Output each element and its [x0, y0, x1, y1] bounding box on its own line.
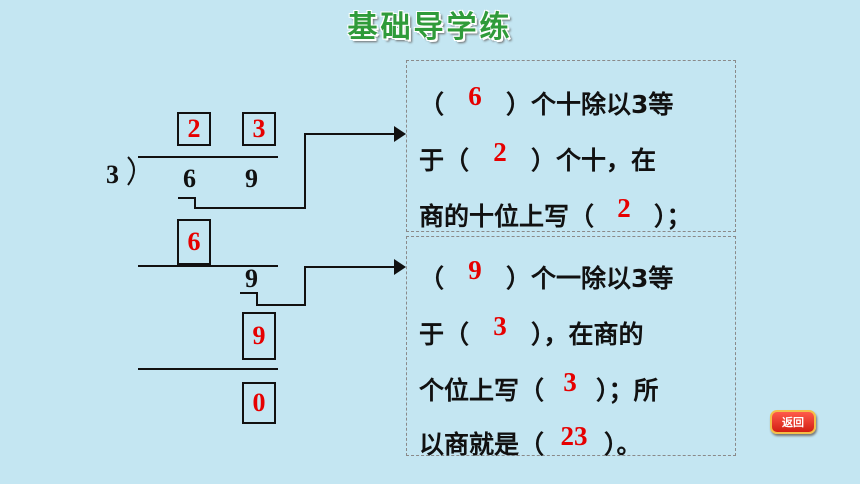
panel2-line3-post: ）；所	[596, 376, 659, 405]
panel1-line1: （ 6 ）个十除以3等	[419, 81, 674, 121]
panel1-line1-pre: （	[419, 90, 445, 119]
panel1-line1-post: ）个十除以3等	[506, 90, 674, 119]
tens-marker	[178, 197, 196, 199]
bring-down-digit: 9	[245, 264, 258, 293]
panel2-line4-post: ）。	[604, 430, 642, 459]
division-bar	[138, 156, 278, 158]
dividend-tens: 6	[183, 164, 196, 193]
arrow-2	[394, 259, 406, 275]
arrow-1	[394, 126, 406, 142]
panel2-answer-1: 9	[468, 255, 482, 285]
panel1-answer-2: 2	[493, 137, 507, 167]
product-ones-box: 9	[242, 312, 276, 360]
panel1-answer-1: 6	[468, 81, 482, 111]
subtraction-line-1	[138, 265, 278, 267]
product-tens-box: 6	[177, 219, 211, 265]
page-title: 基础导学练	[347, 10, 513, 45]
panel2-line1: （ 9 ）个一除以3等	[419, 255, 674, 295]
division-bracket	[127, 156, 135, 186]
connector-2-top	[304, 266, 396, 268]
panel2-line2-pre: 于（	[419, 320, 470, 349]
back-button[interactable]: 返回	[770, 410, 816, 434]
panel1-line2-post: ）个十，在	[531, 146, 657, 175]
panel1-line3-pre: 商的十位上写（	[419, 202, 595, 231]
connector-1-top	[304, 133, 396, 135]
panel2-line4-pre: 以商就是（	[419, 430, 545, 459]
dividend-ones: 9	[245, 164, 258, 193]
panel2-line3-pre: 个位上写（	[419, 376, 545, 405]
panel1-line2-pre: 于（	[419, 146, 470, 175]
connector-2-bottom	[256, 304, 306, 306]
panel1-line3: 商的十位上写（ 2 ）；	[419, 193, 692, 233]
panel2-line2: 于（ 3 ），在商的	[419, 311, 644, 351]
panel1-answer-3: 2	[617, 193, 631, 223]
quotient-tens-box: 2	[177, 112, 211, 146]
explanation-panel-ones: （ 9 ）个一除以3等 于（ 3 ），在商的 个位上写（ 3 ）；所 以商就是（ 23 ）。	[406, 236, 736, 459]
connector-2-drop	[256, 292, 258, 304]
remainder-box: 0	[242, 382, 276, 424]
panel1-line2: 于（ 2 ）个十，在	[419, 137, 657, 177]
panel1-line3-post: ）；	[654, 202, 692, 231]
divisor: 3	[106, 160, 119, 189]
panel2-answer-3: 3	[563, 367, 577, 397]
panel2-line1-post: ）个一除以3等	[506, 264, 674, 293]
connector-1-bottom	[194, 207, 306, 209]
panel2-line4: 以商就是（ 23 ）。	[419, 421, 642, 461]
panel2-line2-post: ），在商的	[531, 320, 644, 349]
explanation-panel-tens: （ 6 ）个十除以3等 于（ 2 ）个十，在 商的十位上写（ 2 ）；	[406, 60, 736, 232]
panel2-line1-pre: （	[419, 264, 445, 293]
connector-1-rise	[304, 133, 306, 209]
connector-1-drop	[194, 197, 196, 207]
ones-marker	[240, 292, 258, 294]
quotient-ones-box: 3	[242, 112, 276, 146]
panel2-answer-4: 23	[560, 421, 588, 451]
panel2-answer-2: 3	[493, 311, 507, 341]
panel2-line3: 个位上写（ 3 ）；所	[419, 367, 659, 407]
connector-2-rise	[304, 266, 306, 306]
subtraction-line-2	[138, 368, 278, 370]
